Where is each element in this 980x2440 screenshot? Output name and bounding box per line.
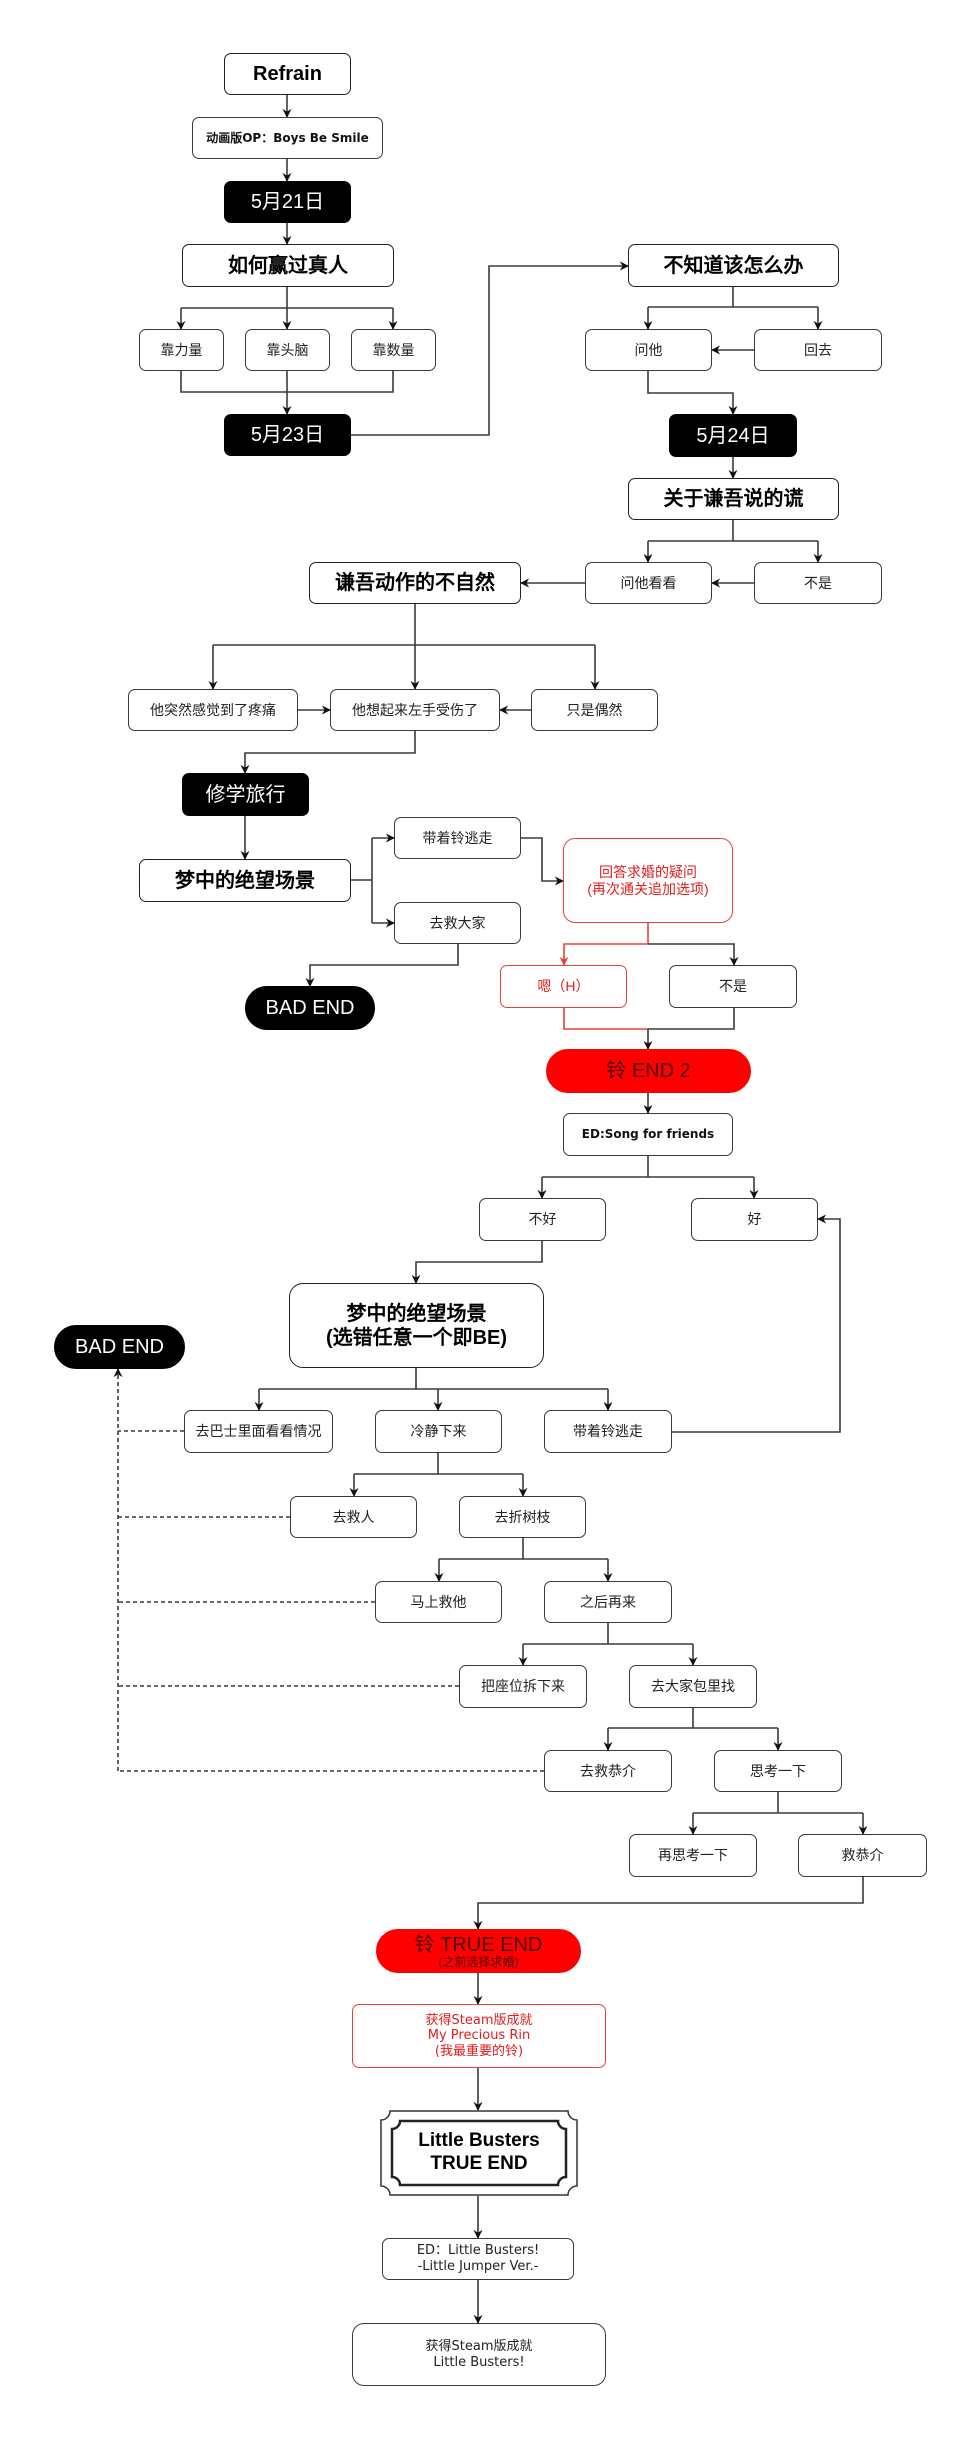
arrow-connector [521, 837, 564, 886]
node-school-trip: 修学旅行 [182, 773, 309, 816]
node-ed-little-busters: ED：Little Busters! -Little Jumper Ver.- [382, 2238, 574, 2280]
lb-true-end-label: Little Busters TRUE END [418, 2130, 540, 2174]
arrow-connector [305, 944, 459, 987]
node-search-bags: 去大家包里找 [629, 1665, 757, 1708]
arrow-connector [647, 371, 738, 415]
node-about-lie: 关于谦吾说的谎 [628, 478, 839, 520]
node-rin-end-2: 铃 END 2 [546, 1049, 751, 1093]
node-date-may23: 5月23日 [224, 414, 351, 456]
node-save-kyosuke-2: 救恭介 [798, 1834, 927, 1877]
node-by-brains: 靠头脑 [245, 329, 330, 371]
node-by-strength: 靠力量 [139, 329, 224, 371]
node-good: 好 [691, 1198, 818, 1241]
node-sudden-pain: 他突然感觉到了疼痛 [128, 689, 298, 731]
arrow-connector [411, 1241, 543, 1284]
arrow-connector [473, 1877, 864, 1930]
node-not-good: 不好 [479, 1198, 606, 1241]
node-think-again: 再思考一下 [629, 1834, 757, 1877]
node-by-numbers: 靠数量 [351, 329, 436, 371]
arrow-connector [351, 261, 629, 436]
arrow-connector [648, 943, 739, 966]
node-try-ask-him: 问他看看 [585, 562, 712, 604]
node-save-him-now: 马上救他 [375, 1581, 502, 1623]
node-run-with-rin-1: 带着铃逃走 [394, 817, 521, 859]
node-no-2: 不是 [669, 965, 797, 1008]
rin-true-end-title: 铃 TRUE END [414, 1933, 543, 1956]
node-come-back-later: 之后再来 [544, 1581, 672, 1623]
node-despair-dream-2: 梦中的绝望场景 (选错任意一个即BE) [289, 1283, 544, 1368]
node-rin-true-end: 铃 TRUE END (之前选择求婚) [376, 1929, 581, 1973]
node-go-back: 回去 [754, 329, 882, 371]
rin-true-end-note: (之前选择求婚) [438, 1954, 519, 1969]
node-yes-h: 嗯（H） [500, 965, 627, 1008]
node-answer-proposal: 回答求婚的疑问 (再次通关追加选项) [563, 838, 733, 923]
node-bad-end-1: BAD END [245, 986, 375, 1030]
node-save-kyosuke-1: 去救恭介 [544, 1750, 672, 1792]
node-remove-seat: 把座位拆下来 [459, 1665, 587, 1708]
node-break-branch: 去折树枝 [459, 1496, 586, 1538]
node-despair-dream: 梦中的绝望场景 [139, 859, 351, 902]
node-run-with-rin-2: 带着铃逃走 [544, 1410, 672, 1453]
node-left-hand-injured: 他想起来左手受伤了 [330, 689, 500, 731]
arrow-connector [672, 1214, 841, 1433]
node-how-to-win: 如何赢过真人 [182, 244, 394, 287]
node-refrain: Refrain [224, 53, 351, 95]
node-ask-him: 问他 [585, 329, 712, 371]
arrow-connector [240, 731, 416, 774]
node-steam-achievement-1: 获得Steam版成就 My Precious Rin (我最重要的铃) [352, 2004, 606, 2068]
node-think: 思考一下 [714, 1750, 842, 1792]
node-no-1: 不是 [754, 562, 882, 604]
arrow-connector [559, 943, 648, 966]
node-save-everyone: 去救大家 [394, 902, 521, 944]
node-lb-true-end: Little Busters TRUE END [380, 2110, 578, 2196]
node-unnatural-movement: 谦吾动作的不自然 [309, 562, 521, 604]
node-op-song: 动画版OP：Boys Be Smile [192, 117, 383, 159]
node-date-may24: 5月24日 [669, 414, 797, 457]
node-bad-end-2: BAD END [54, 1325, 185, 1369]
node-ed-song-for-friends: ED:Song for friends [563, 1113, 733, 1156]
plaque-frame-icon [380, 2110, 578, 2196]
node-check-bus: 去巴士里面看看情况 [184, 1410, 333, 1453]
node-just-chance: 只是偶然 [531, 689, 658, 731]
node-date-may21: 5月21日 [224, 181, 351, 223]
node-save-people: 去救人 [290, 1496, 417, 1538]
connector-line [563, 1008, 648, 1030]
connector-line [648, 1008, 735, 1030]
node-dont-know: 不知道该怎么办 [628, 244, 839, 287]
node-calm-down: 冷静下来 [375, 1410, 502, 1453]
node-steam-achievement-2: 获得Steam版成就 Little Busters! [352, 2323, 606, 2386]
